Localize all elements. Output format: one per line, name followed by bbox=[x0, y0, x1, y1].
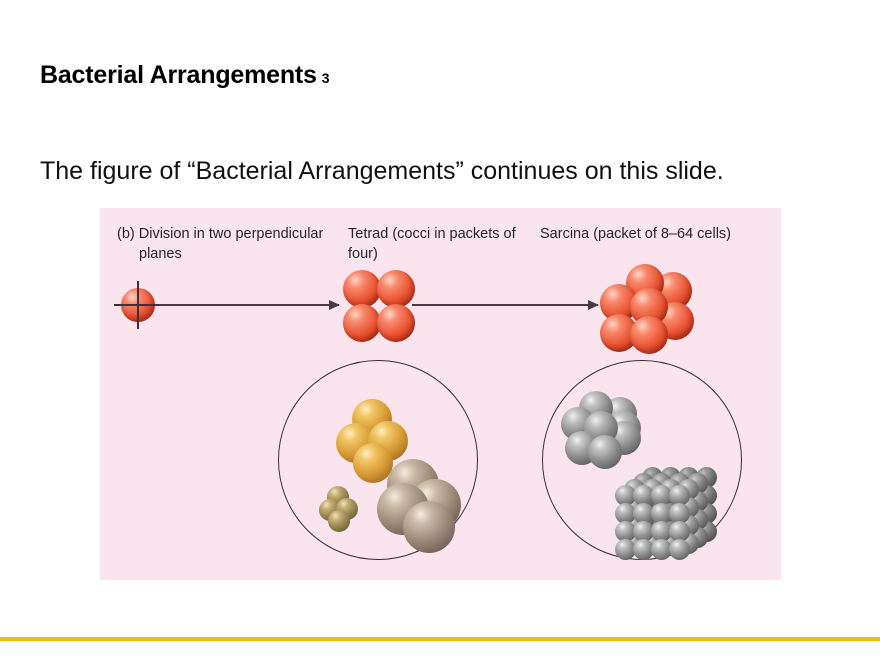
small-brown-tetrad-cluster bbox=[319, 486, 358, 532]
coccus-cell bbox=[615, 503, 636, 524]
bottom-accent-bar bbox=[0, 637, 880, 641]
coccus-cell bbox=[633, 503, 654, 524]
coccus-cell bbox=[651, 521, 672, 542]
caption-tetrad: Tetrad (cocci in packets of four) bbox=[348, 226, 516, 262]
coccus-cell bbox=[651, 503, 672, 524]
coccus-cell bbox=[669, 485, 690, 506]
coccus-cell bbox=[343, 304, 381, 342]
arrow-right-icon-2 bbox=[412, 300, 599, 310]
coccus-cell bbox=[651, 539, 672, 560]
coccus-cell bbox=[633, 521, 654, 542]
coccus-cell bbox=[403, 501, 455, 553]
coccus-cell bbox=[669, 503, 690, 524]
grey-cube-cluster bbox=[615, 457, 731, 573]
gold-tetrad-cluster bbox=[336, 399, 408, 483]
coccus-cell bbox=[328, 510, 350, 532]
sarcina-micrograph bbox=[542, 360, 742, 560]
page-title-superscript: 3 bbox=[321, 69, 330, 86]
large-brown-tetrad-cluster bbox=[377, 459, 461, 553]
coccus-cell bbox=[669, 521, 690, 542]
coccus-cell bbox=[633, 485, 654, 506]
coccus-cell bbox=[630, 316, 668, 354]
grey-packet-cluster bbox=[561, 391, 641, 469]
coccus-cell bbox=[615, 485, 636, 506]
coccus-cell bbox=[588, 435, 622, 469]
dividing-coccus-diagram bbox=[114, 281, 162, 329]
sarcina-diagram bbox=[600, 264, 694, 354]
coccus-cell bbox=[651, 485, 672, 506]
tetrad-diagram bbox=[343, 270, 417, 344]
coccus-cell bbox=[353, 443, 393, 483]
division-plane-horizontal bbox=[114, 304, 162, 306]
coccus-cell bbox=[633, 539, 654, 560]
caption-sarcina: Sarcina (packet of 8–64 cells) bbox=[540, 226, 732, 242]
caption-division-planes: (b) Division in two perpendicular planes bbox=[117, 226, 324, 262]
coccus-cell bbox=[669, 539, 690, 560]
arrow-right-icon-1 bbox=[159, 300, 340, 310]
coccus-cell bbox=[377, 270, 415, 308]
coccus-cell bbox=[343, 270, 381, 308]
figure-panel: (b) Division in two perpendicular planes… bbox=[100, 208, 781, 580]
tetrad-micrograph bbox=[278, 360, 478, 560]
coccus-cell bbox=[377, 304, 415, 342]
page-title-text: Bacterial Arrangements bbox=[40, 60, 317, 89]
coccus-cell bbox=[615, 539, 636, 560]
coccus-cell bbox=[615, 521, 636, 542]
slide-body-text: The figure of “Bacterial Arrangements” c… bbox=[40, 157, 724, 185]
